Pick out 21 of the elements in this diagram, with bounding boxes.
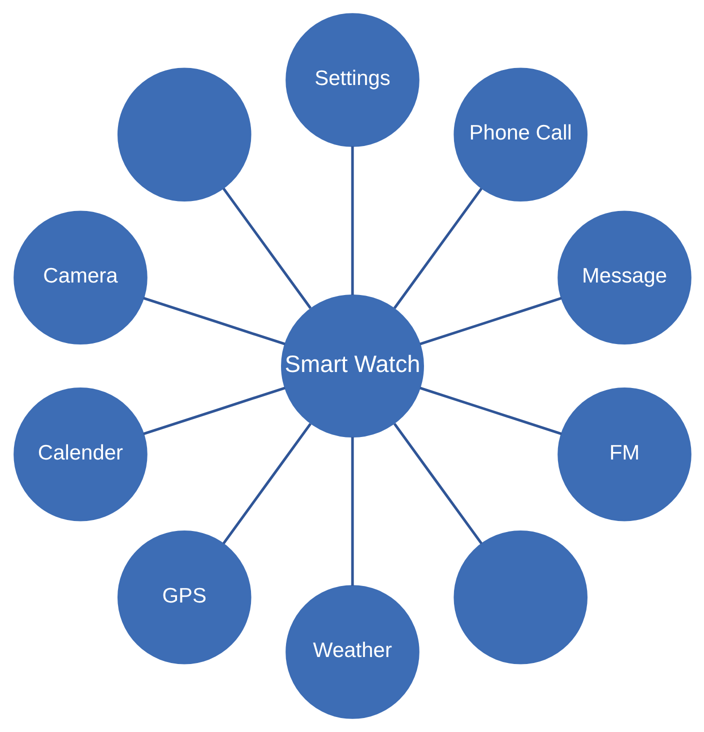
node-circle: Camera [13, 210, 147, 345]
connector [142, 386, 285, 436]
connector [419, 386, 562, 436]
connector [419, 296, 562, 346]
connector [222, 423, 312, 544]
node-circle: Smart Watch [280, 294, 424, 438]
node-circle: Calender [13, 387, 147, 522]
node-circle: GPS [117, 530, 251, 664]
connector [350, 437, 354, 586]
node-circle: Settings [285, 13, 419, 147]
node-circle: Message [557, 210, 691, 345]
connector [142, 296, 285, 346]
connector [392, 423, 482, 544]
connector [222, 188, 312, 309]
node-circle [453, 530, 587, 664]
node-circle: FM [557, 387, 691, 522]
node-circle: Phone Call [453, 68, 587, 202]
connector [350, 146, 354, 295]
node-circle: Weather [285, 585, 419, 719]
node-circle [117, 68, 251, 202]
connector [392, 188, 482, 309]
